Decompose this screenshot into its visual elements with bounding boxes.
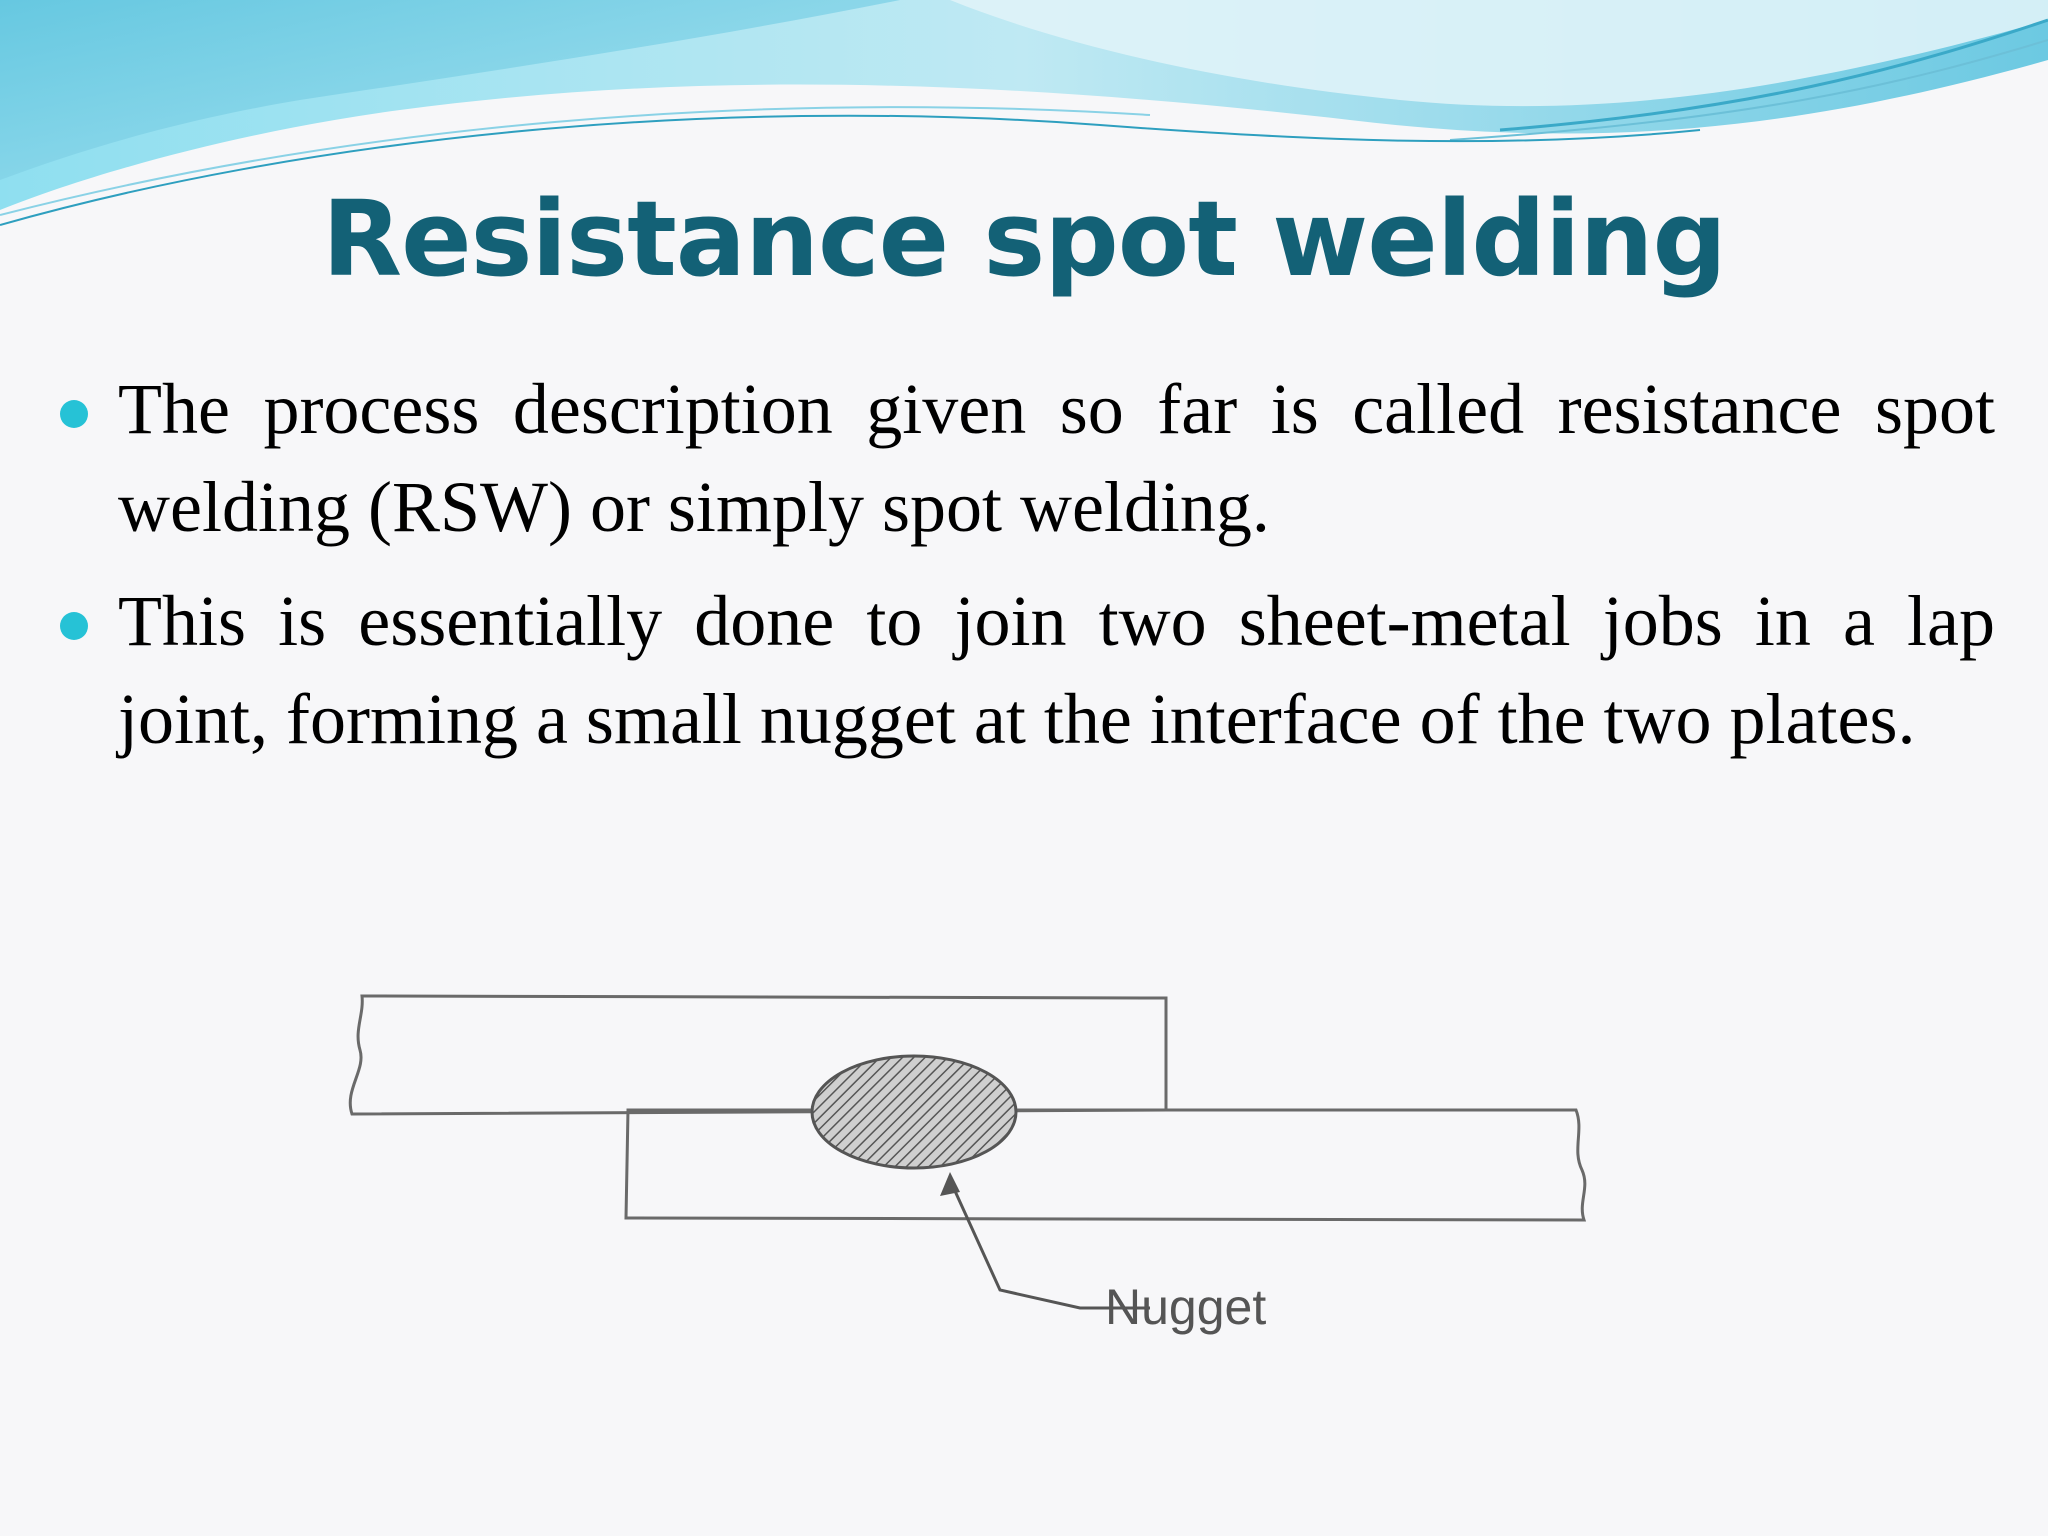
arrow-head-icon — [940, 1172, 960, 1196]
lap-joint-diagram: Nugget — [348, 994, 1587, 1335]
bullet-dot-icon — [60, 612, 88, 640]
bottom-plate — [624, 1108, 1587, 1222]
bullet-item: This is essentially done to join two she… — [60, 572, 1995, 768]
bullet-text: The process description given so far is … — [118, 369, 1995, 547]
top-plate — [348, 994, 1168, 1116]
bullet-text: This is essentially done to join two she… — [118, 581, 1995, 759]
weld-nugget — [810, 1054, 1018, 1170]
slide-title: Resistance spot welding — [322, 178, 1727, 300]
nugget-leader-line — [948, 1179, 1150, 1310]
header-wave-decoration — [0, 0, 2048, 226]
bullet-item: The process description given so far is … — [60, 360, 1995, 556]
bullet-list: The process description given so far is … — [60, 360, 1995, 784]
bullet-dot-icon — [60, 400, 88, 428]
nugget-label: Nugget — [1105, 1279, 1266, 1335]
